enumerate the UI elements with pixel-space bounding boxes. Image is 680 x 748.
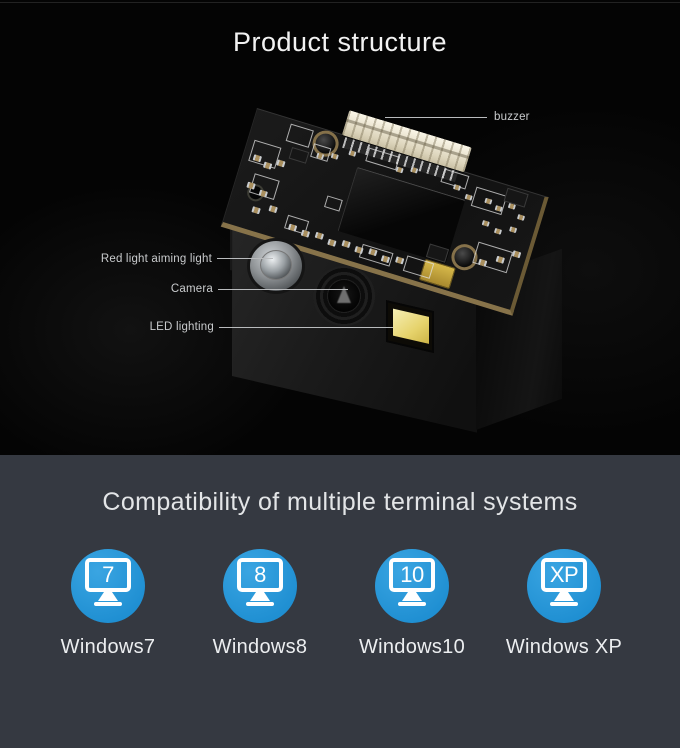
- annotation-label-camera: Camera: [170, 283, 213, 295]
- os-item-windows-xp: XP Windows XP: [494, 549, 634, 659]
- annotation-line-buzzer: [385, 117, 487, 118]
- product-photo: buzzer Red light aiming light Camera LED…: [0, 0, 680, 455]
- pcb-component: [395, 166, 404, 174]
- aiming-lens: [247, 238, 305, 294]
- pcb-component: [410, 166, 419, 174]
- pcb-component: [477, 258, 488, 267]
- led-chip: [393, 308, 429, 344]
- annotation-label-led: LED lighting: [149, 321, 214, 333]
- pcb-component: [348, 149, 357, 157]
- os-item-windows7: 7 Windows7: [38, 549, 178, 659]
- windows-xp-monitor-icon: XP: [527, 549, 601, 623]
- pcb-component: [341, 239, 351, 249]
- pcb-component: [472, 241, 514, 274]
- windows7-monitor-icon: 7: [71, 549, 145, 623]
- product-structure-section: Product structure buzzer Red: [0, 0, 680, 455]
- annotation-line-led: [219, 327, 393, 328]
- annotation-line-aiming-light: [217, 258, 273, 259]
- pcb-component: [354, 245, 364, 255]
- pcb-component: [287, 223, 298, 232]
- pcb-component: [288, 146, 310, 164]
- pcb-component: [314, 231, 325, 240]
- monitor-stand: [98, 592, 118, 601]
- os-item-windows8: 8 Windows8: [190, 549, 330, 659]
- monitor-stand: [402, 592, 422, 601]
- pcb-component: [324, 195, 343, 212]
- monitor-base: [246, 602, 274, 606]
- windows8-monitor-icon: 8: [223, 549, 297, 623]
- monitor-stand: [554, 592, 574, 601]
- product-section-title: Product structure: [232, 27, 448, 57]
- annotation-label-buzzer: buzzer: [494, 111, 530, 123]
- os-list: 7 Windows7 8 Windows8 10: [38, 549, 634, 659]
- pcb-component: [481, 220, 490, 227]
- monitor-screen: 7: [85, 558, 131, 592]
- monitor-base: [398, 602, 426, 606]
- pcb-component: [509, 226, 518, 234]
- pcb-component: [262, 161, 273, 170]
- pcb-component: [276, 159, 286, 168]
- os-label-windows8: Windows8: [212, 636, 308, 658]
- monitor-screen: 8: [237, 558, 283, 592]
- monitor-base: [550, 602, 578, 606]
- monitor-screen: XP: [541, 558, 587, 592]
- annotation-label-aiming-light: Red light aiming light: [100, 253, 212, 265]
- os-label-windows-xp: Windows XP: [505, 636, 623, 658]
- annotation-line-camera: [218, 289, 348, 290]
- os-item-windows10: 10 Windows10: [342, 549, 482, 659]
- pcb-component: [268, 205, 278, 214]
- pcb-component: [516, 214, 526, 221]
- pcb-component: [394, 256, 405, 265]
- windows10-monitor-icon: 10: [375, 549, 449, 623]
- pcb-component: [285, 123, 314, 148]
- pcb-component: [300, 229, 311, 238]
- pcb-component: [493, 227, 503, 235]
- monitor-base: [94, 602, 122, 606]
- monitor-screen: 10: [389, 558, 435, 592]
- compatibility-section: Compatibility of multiple terminal syste…: [0, 455, 680, 748]
- pcb-component: [511, 250, 522, 259]
- pcb-component: [327, 238, 337, 247]
- os-label-windows10: Windows10: [358, 636, 466, 658]
- pcb-component: [251, 206, 261, 215]
- pcb-component: [464, 193, 473, 201]
- pcb-component: [452, 184, 462, 191]
- camera-lens: [313, 266, 375, 326]
- pcb-component: [330, 152, 339, 160]
- pcb-component: [503, 187, 529, 208]
- compatibility-title: Compatibility of multiple terminal syste…: [102, 488, 578, 516]
- monitor-stand: [250, 592, 270, 601]
- os-label-windows7: Windows7: [60, 636, 156, 658]
